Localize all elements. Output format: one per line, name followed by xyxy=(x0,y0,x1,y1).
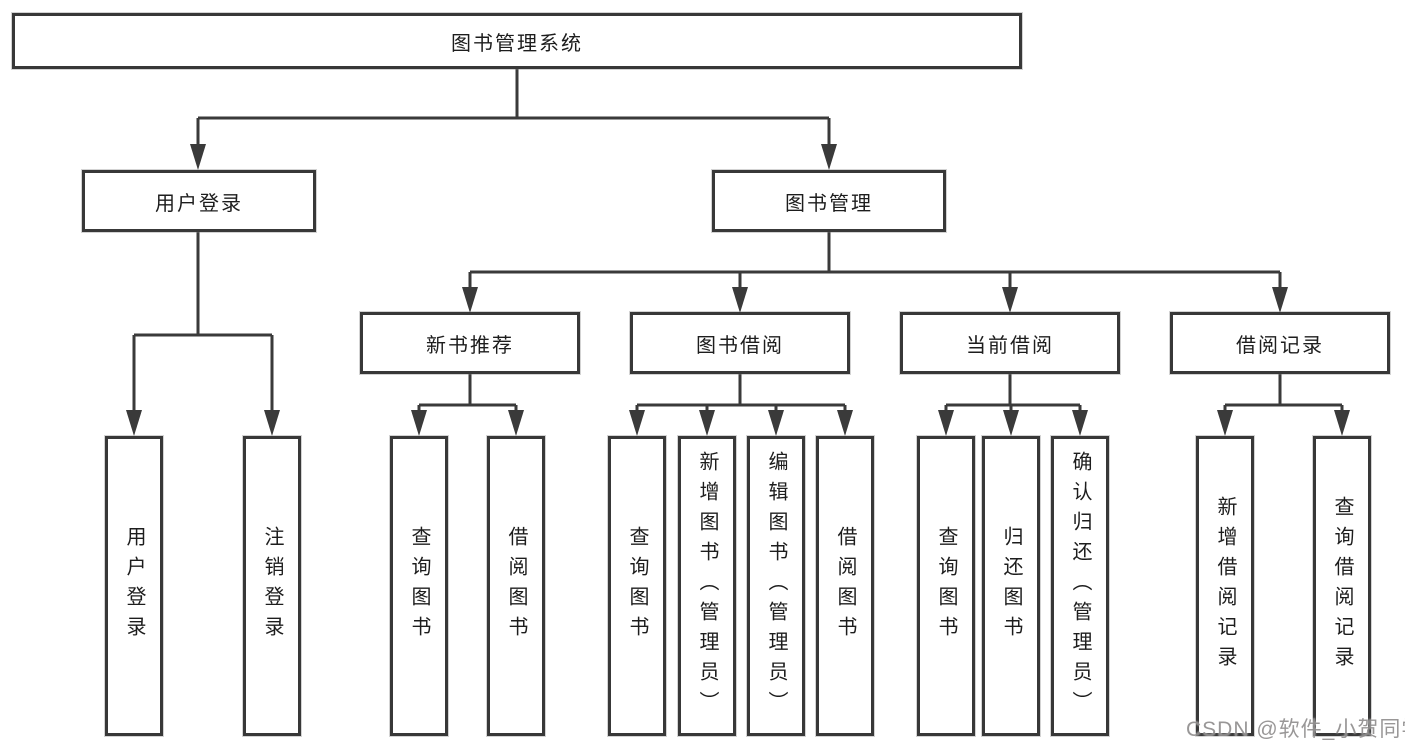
node-return-books: 归还图书 xyxy=(982,436,1040,736)
node-book-borrow: 图书借阅 xyxy=(630,312,850,374)
node-label: 图书管理系统 xyxy=(451,32,583,55)
node-logout: 注销登录 xyxy=(243,436,301,736)
arrowhead xyxy=(126,410,142,436)
arrowhead xyxy=(1334,410,1350,436)
node-label: 新增图书（管理员） xyxy=(696,451,718,721)
node-label: 借阅图书 xyxy=(505,526,527,646)
node-new-book-recommend: 新书推荐 xyxy=(360,312,580,374)
arrowhead xyxy=(1217,410,1233,436)
node-query-books-recommend: 查询图书 xyxy=(390,436,448,736)
arrowhead xyxy=(629,410,645,436)
arrowhead xyxy=(190,144,206,170)
node-add-books-admin: 新增图书（管理员） xyxy=(678,436,736,736)
arrowhead xyxy=(732,287,748,313)
node-add-borrow-record: 新增借阅记录 xyxy=(1196,436,1254,736)
arrowhead xyxy=(1072,410,1088,436)
arrowhead xyxy=(462,287,478,313)
node-label: 新书推荐 xyxy=(426,334,514,357)
node-label: 借阅记录 xyxy=(1236,334,1324,357)
node-query-books-borrow: 查询图书 xyxy=(608,436,666,736)
node-user-login: 用户登录 xyxy=(82,170,316,232)
watermark: CSDN @软件_小贺同学 xyxy=(1186,718,1405,741)
node-label: 查询图书 xyxy=(626,526,648,646)
node-label: 新增借阅记录 xyxy=(1214,496,1236,676)
node-current-borrow: 当前借阅 xyxy=(900,312,1120,374)
node-label: 用户登录 xyxy=(155,192,243,215)
arrowhead xyxy=(821,144,837,170)
node-borrow-books: 借阅图书 xyxy=(816,436,874,736)
node-label: 借阅图书 xyxy=(834,526,856,646)
node-label: 查询图书 xyxy=(935,526,957,646)
node-book-management-system: 图书管理系统 xyxy=(12,13,1022,69)
node-query-books-current: 查询图书 xyxy=(917,436,975,736)
node-query-borrow-record: 查询借阅记录 xyxy=(1313,436,1371,736)
arrowhead xyxy=(1002,287,1018,313)
node-book-management: 图书管理 xyxy=(712,170,946,232)
node-confirm-return-admin: 确认归还（管理员） xyxy=(1051,436,1109,736)
node-borrow-books-recommend: 借阅图书 xyxy=(487,436,545,736)
arrowhead xyxy=(938,410,954,436)
node-label: 图书借阅 xyxy=(696,334,784,357)
node-login: 用户登录 xyxy=(105,436,163,736)
node-borrow-records: 借阅记录 xyxy=(1170,312,1390,374)
node-edit-books-admin: 编辑图书（管理员） xyxy=(747,436,805,736)
arrowhead xyxy=(508,410,524,436)
arrowhead xyxy=(411,410,427,436)
node-label: 当前借阅 xyxy=(966,334,1054,357)
node-label: 编辑图书（管理员） xyxy=(765,451,787,721)
arrowhead xyxy=(1272,287,1288,313)
arrowhead xyxy=(768,410,784,436)
arrowhead xyxy=(837,410,853,436)
node-label: 确认归还（管理员） xyxy=(1069,451,1091,721)
node-label: 查询借阅记录 xyxy=(1331,496,1353,676)
node-label: 图书管理 xyxy=(785,192,873,215)
arrowhead xyxy=(699,410,715,436)
arrowhead xyxy=(1003,410,1019,436)
arrowhead xyxy=(264,410,280,436)
node-label: 用户登录 xyxy=(123,526,145,646)
node-label: 归还图书 xyxy=(1000,526,1022,646)
node-label: 注销登录 xyxy=(261,526,283,646)
node-label: 查询图书 xyxy=(408,526,430,646)
